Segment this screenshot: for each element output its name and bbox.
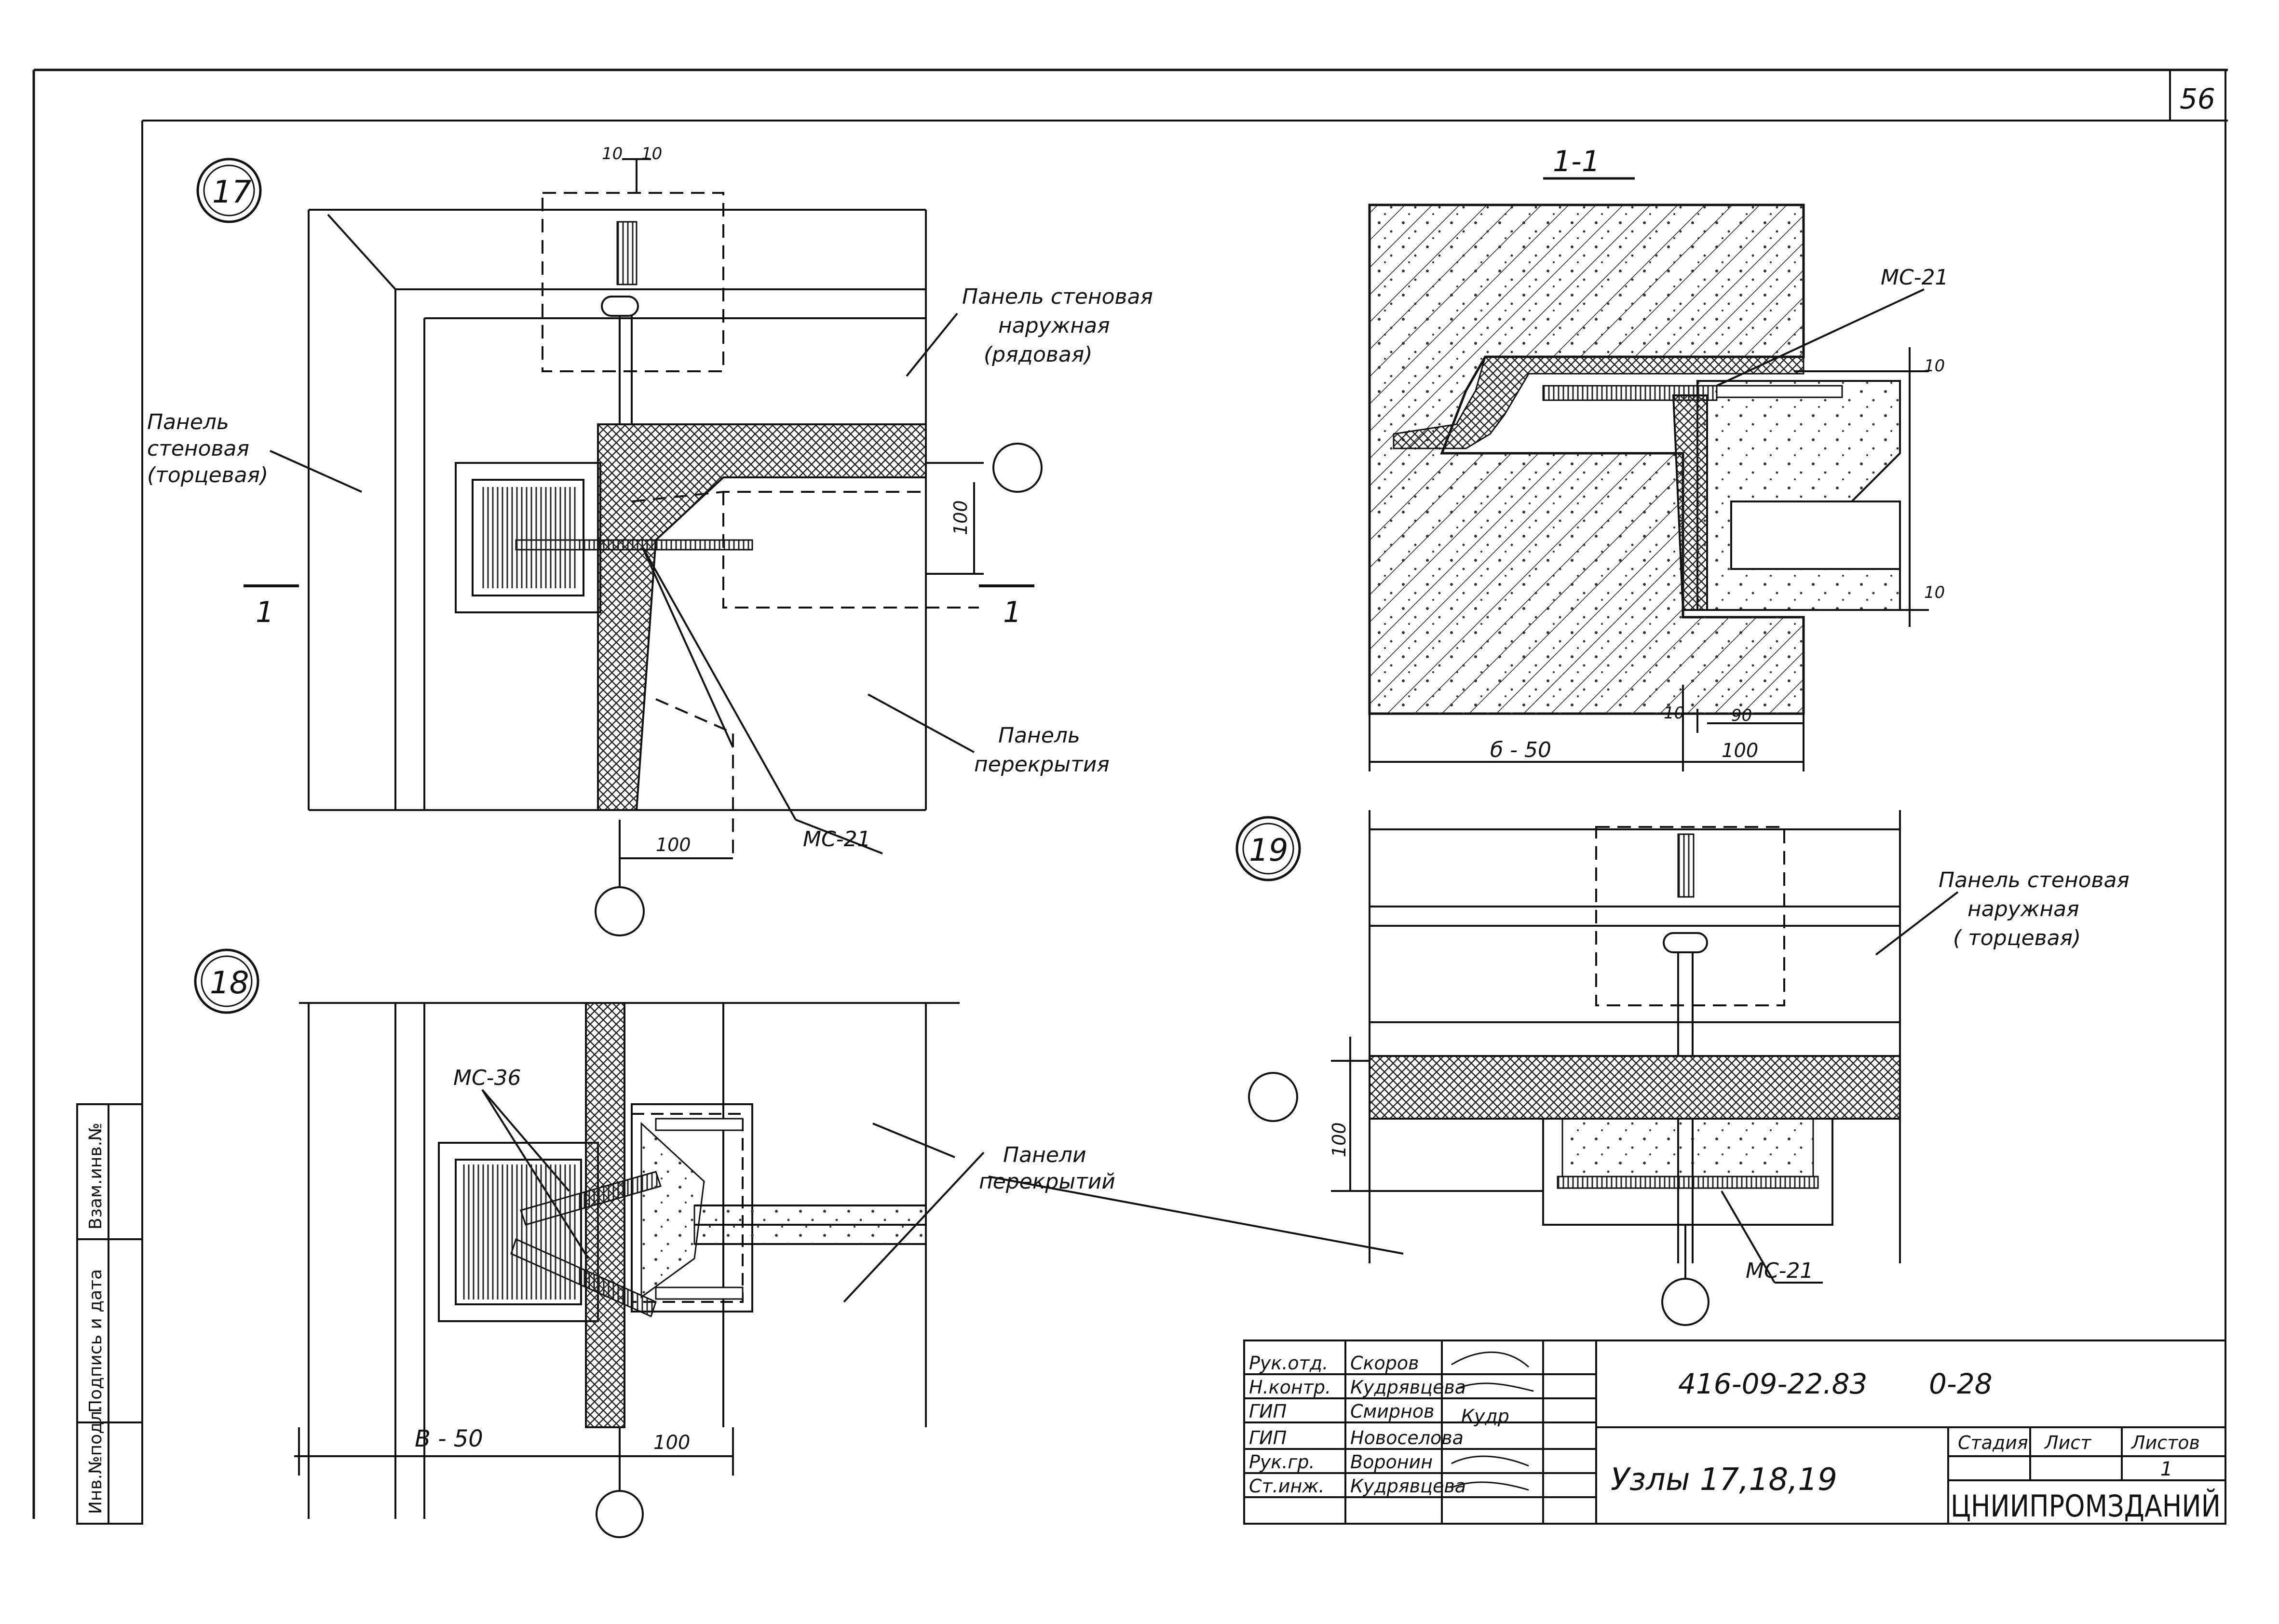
tb-role-3: ГИП <box>1249 1427 1287 1448</box>
node17-dim-top-b: 10 <box>641 144 662 163</box>
node17-label-slab-1: Панель <box>998 723 1080 748</box>
node17-dim-vertical: 100 <box>950 500 971 535</box>
tb-organization: ЦНИИПРОМЗДАНИЙ <box>1951 1489 2221 1524</box>
section11-dim-mid-right: 10 <box>1924 583 1945 602</box>
node-19: 19 Панель стеновая <box>1235 810 2130 1326</box>
tb-name-5: Кудрявцева <box>1350 1475 1466 1497</box>
tb-name-0: Скоров <box>1350 1353 1419 1374</box>
section11-dim-bottom-a: 10 <box>1664 704 1684 723</box>
tb-doc-sheet-code: 0-28 <box>1929 1367 1993 1400</box>
section-1-1: 1-1 МС-21 10 10 10 90 б - 50 <box>1368 145 1949 771</box>
node19-label-wall-2: наружная <box>1967 897 2079 921</box>
node-18-number: 18 <box>210 965 249 1001</box>
tb-stage-header: Стадия <box>1958 1432 2028 1453</box>
node17-dim-top-a: 10 <box>602 144 623 163</box>
node17-label-wall-row-3: (рядовая) <box>984 342 1092 367</box>
node18-dim-left: В - 50 <box>415 1425 483 1452</box>
tb-role-4: Рук.гр. <box>1249 1451 1315 1473</box>
title-block <box>1243 1340 2226 1525</box>
side-stamp-replace: Взам.инв.№ <box>86 1123 106 1230</box>
node-19-number: 19 <box>1249 833 1288 868</box>
node17-section-right: 1 <box>1003 595 1021 629</box>
tb-role-5: Ст.инж. <box>1249 1475 1325 1497</box>
node17-label-wall-end-1: Панель <box>147 410 229 434</box>
node17-label-wall-row-2: наружная <box>998 313 1110 338</box>
tb-sheets-value: 1 <box>2160 1458 2172 1480</box>
tb-doc-code: 416-09-22.83 <box>1678 1367 1867 1400</box>
node19-label-wall-3: ( торцевая) <box>1953 926 2081 950</box>
tb-role-2: ГИП <box>1249 1401 1287 1422</box>
node18-dim-right: 100 <box>653 1432 690 1454</box>
node17-label-mc: МС-21 <box>803 827 871 852</box>
tb-name-1: Кудрявцева <box>1350 1377 1466 1398</box>
node-18-badge <box>194 948 259 1014</box>
sheet-frame <box>32 68 2228 1524</box>
node17-label-wall-end-3: (торцевая) <box>147 463 268 487</box>
tb-sheets-header: Листов <box>2130 1432 2200 1453</box>
page-number: 56 <box>2180 82 2215 115</box>
side-stamp-sign: Подпись и дата <box>86 1269 106 1413</box>
node18-label-slabs-1: Панели <box>1003 1143 1086 1167</box>
node19-label-wall-1: Панель стеновая <box>1939 868 2130 893</box>
node17-section-left: 1 <box>256 595 274 629</box>
node19-label-mc: МС-21 <box>1746 1259 1814 1283</box>
section11-label-mc: МС-21 <box>1881 265 1949 290</box>
node17-dim-horizontal: 100 <box>656 834 691 855</box>
node17-label-wall-end-2: стеновая <box>147 436 249 461</box>
node18-label-slabs-2: перекрытий <box>979 1169 1115 1194</box>
tb-title: Узлы 17,18,19 <box>1611 1462 1837 1498</box>
section11-dim-left: б - 50 <box>1490 738 1551 762</box>
node-17-badge <box>196 158 262 223</box>
node-17: 17 <box>147 144 1153 936</box>
title-block-rows: Рук.отд. Скоров Н.контр. Кудрявцева ГИП … <box>1249 1353 1509 1497</box>
section11-title: 1-1 <box>1553 145 1600 178</box>
side-stamp <box>76 1103 143 1525</box>
tb-role-1: Н.контр. <box>1249 1377 1331 1398</box>
node-17-number: 17 <box>212 175 252 210</box>
section11-dim-bottom-b: 90 <box>1731 706 1752 725</box>
node-18: 18 <box>194 948 1404 1538</box>
tb-sheet-header: Лист <box>2044 1432 2092 1453</box>
tb-signature: Кудр <box>1461 1406 1509 1427</box>
node18-label-mc: МС-36 <box>453 1066 521 1090</box>
section11-dim-top-right: 10 <box>1924 356 1945 376</box>
tb-name-4: Воронин <box>1350 1451 1433 1473</box>
section11-dim-right: 100 <box>1722 740 1758 762</box>
node-19-badge <box>1235 816 1301 881</box>
node17-label-slab-2: перекрытия <box>974 752 1110 777</box>
node17-label-wall-row-1: Панель стеновая <box>962 284 1153 309</box>
side-stamp-inv: Инв.№подл. <box>86 1406 106 1514</box>
tb-role-0: Рук.отд. <box>1249 1353 1328 1374</box>
tb-name-2: Смирнов <box>1350 1401 1435 1422</box>
tb-name-3: Новоселова <box>1350 1427 1464 1448</box>
node19-dim-vertical: 100 <box>1329 1122 1350 1157</box>
